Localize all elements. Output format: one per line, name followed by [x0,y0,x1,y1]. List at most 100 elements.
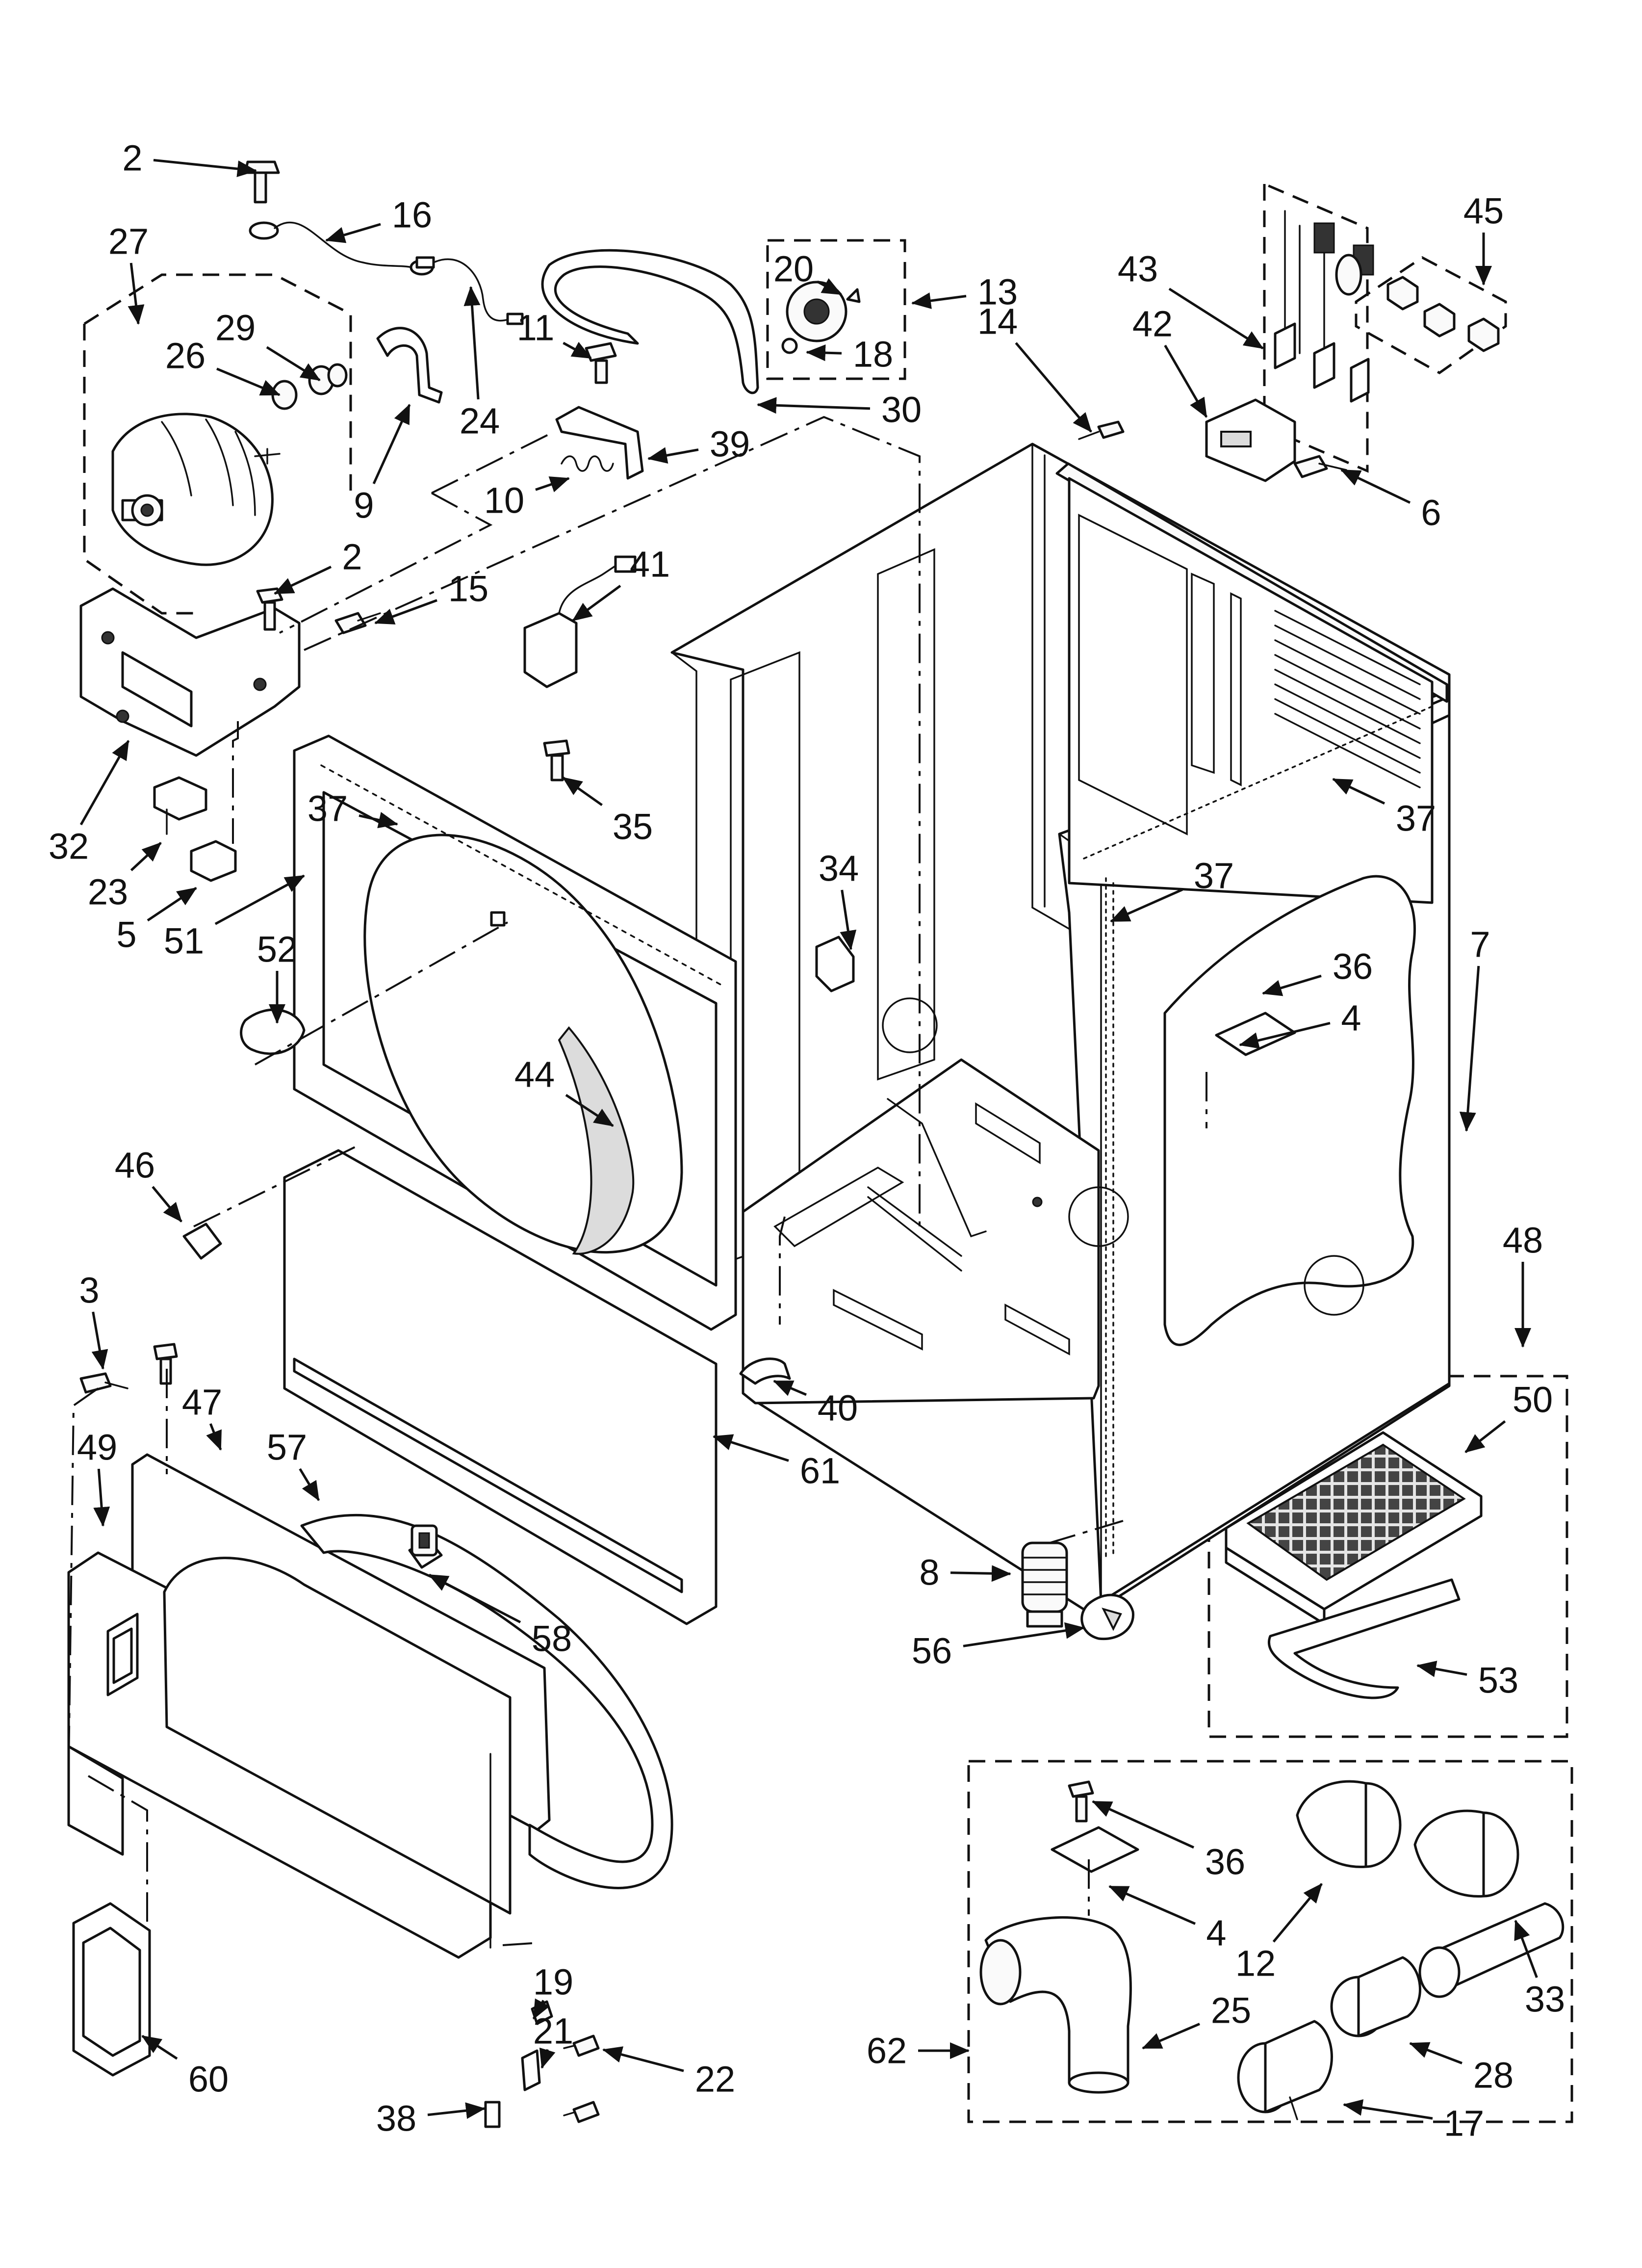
callout-number: 35 [613,807,653,847]
callout-35: 35 [562,776,653,847]
callout-21: 21 [533,2011,573,2069]
leader-arrow [463,286,481,400]
callout-number: 37 [1396,798,1436,839]
callout-number: 14 [977,301,1018,342]
leader-arrow [535,476,570,493]
leader-arrow [299,1468,320,1501]
cover-plate-4-kit [1051,1826,1139,1873]
screw-14 [1078,420,1125,440]
hinge-parts-19-21-22-38 [484,2000,600,2128]
leader-arrow [539,2047,556,2069]
leader-arrow [563,341,592,360]
callout-number: 40 [818,1388,858,1429]
leader-arrow [565,1094,614,1127]
callout-number: 29 [215,308,256,348]
leader-arrow [1108,1885,1196,1925]
leader-arrow [1416,1661,1467,1677]
callout-14: 14 [977,301,1092,433]
leader-arrow [141,2034,178,2060]
callout-number: 50 [1513,1380,1553,1420]
leader-arrow [1272,1883,1323,1943]
callout-number: 62 [867,2031,907,2071]
callout-39: 39 [647,424,750,465]
callout-number: 30 [881,390,922,430]
callout-7: 7 [1459,924,1490,1132]
leader-arrow [374,599,437,625]
callout-number: 6 [1421,493,1441,533]
leader-arrow [532,1998,550,2020]
leader-arrow [1340,469,1411,504]
callout-60: 60 [141,2034,229,2100]
wire-24 [415,256,524,325]
leader-arrow [1239,1021,1331,1049]
leader-arrow [427,2102,486,2119]
leader-arrow [911,292,967,309]
callout-43: 43 [1118,249,1264,350]
leader-arrow [602,2046,684,2072]
callout-number: 21 [533,2011,573,2052]
leader-arrow [840,889,857,950]
callout-layer: 2162729262491110392018133014434245621541… [49,138,1565,2144]
callout-19: 19 [532,1962,573,2020]
callout-5: 5 [116,886,197,955]
leader-arrow [1464,1420,1506,1453]
callout-number: 49 [77,1427,117,1468]
callout-48: 48 [1503,1220,1543,1348]
callout-33: 33 [1514,1920,1565,2020]
leader-arrow [266,346,321,382]
leader-arrow [214,874,305,925]
callout-number: 13 [977,272,1018,313]
callout-number: 56 [912,1631,952,1671]
callout-12: 12 [1235,1883,1323,1984]
callout-58: 58 [428,1573,572,1659]
leader-arrow [647,447,699,464]
screws-3 [79,1343,178,1394]
drive-motor [111,413,281,566]
callout-9: 9 [354,404,411,526]
door-assembly [67,1453,673,2077]
leader-arrow [206,1423,222,1451]
callout-6: 6 [1340,469,1441,533]
callout-number: 19 [533,1962,573,2003]
washers-26-29 [271,363,348,410]
callout-number: 7 [1470,924,1490,965]
idler-spring-10 [561,455,614,472]
callout-number: 37 [308,788,348,829]
screw-6 [1293,455,1347,478]
leader-arrow [1164,344,1208,418]
screw-36-kit [1068,1780,1094,1823]
leader-arrow [79,740,130,826]
switch-23 [153,776,207,835]
callout-56: 56 [912,1622,1085,1671]
leader-arrow [1332,778,1385,805]
leader-arrow [428,1573,521,1623]
callout-40: 40 [773,1380,858,1429]
group-box-45 [1355,256,1507,374]
callout-3: 3 [79,1270,108,1370]
callout-10: 10 [484,476,570,521]
leader-arrow [817,278,842,296]
leader-arrow [1262,974,1322,996]
motor-mount [79,587,301,757]
leader-arrow [147,886,197,922]
callout-11: 11 [517,308,592,360]
callout-41: 41 [572,544,670,622]
leader-arrow [1409,2042,1462,2064]
drum-belt-30 [541,249,759,394]
group-box-62 [967,1760,1573,2123]
callout-49: 49 [77,1427,117,1527]
callout-20: 20 [773,249,842,296]
lint-housing-53 [1267,1578,1461,1699]
callout-8: 8 [919,1552,1011,1593]
callout-28: 28 [1409,2042,1514,2096]
group-box-27 [83,273,352,615]
callout-42: 42 [1132,304,1208,418]
group-box-13 [766,239,906,380]
callout-37: 37 [308,788,398,829]
callout-number: 8 [919,1552,939,1593]
callout-50: 50 [1464,1380,1553,1453]
group-box-48 [1207,1375,1568,1738]
callout-number: 36 [1205,1842,1245,1882]
callout-number: 26 [165,336,205,376]
leader-arrow [359,812,398,829]
